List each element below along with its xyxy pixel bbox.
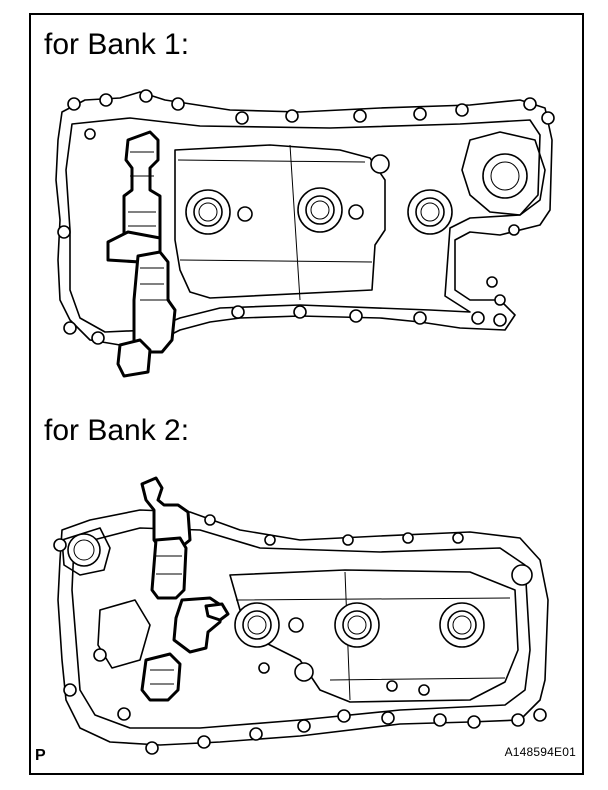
bank1-heading: for Bank 1: (44, 28, 190, 61)
bank2-camshaft-journals (234, 564, 533, 682)
figure-frame (29, 13, 584, 775)
bank1-housing-outline (55, 91, 553, 346)
bank1-camshaft-journals (185, 154, 453, 235)
corner-mark: P (35, 747, 46, 764)
bank2-bolt-holes (53, 514, 547, 755)
bank1-bolt-holes (57, 89, 555, 345)
bank2-heading: for Bank 2: (44, 414, 190, 447)
reference-code: A148594E01 (504, 745, 576, 759)
bank2-oil-control-valves (140, 476, 230, 702)
bank1-oil-control-valves (106, 130, 177, 378)
